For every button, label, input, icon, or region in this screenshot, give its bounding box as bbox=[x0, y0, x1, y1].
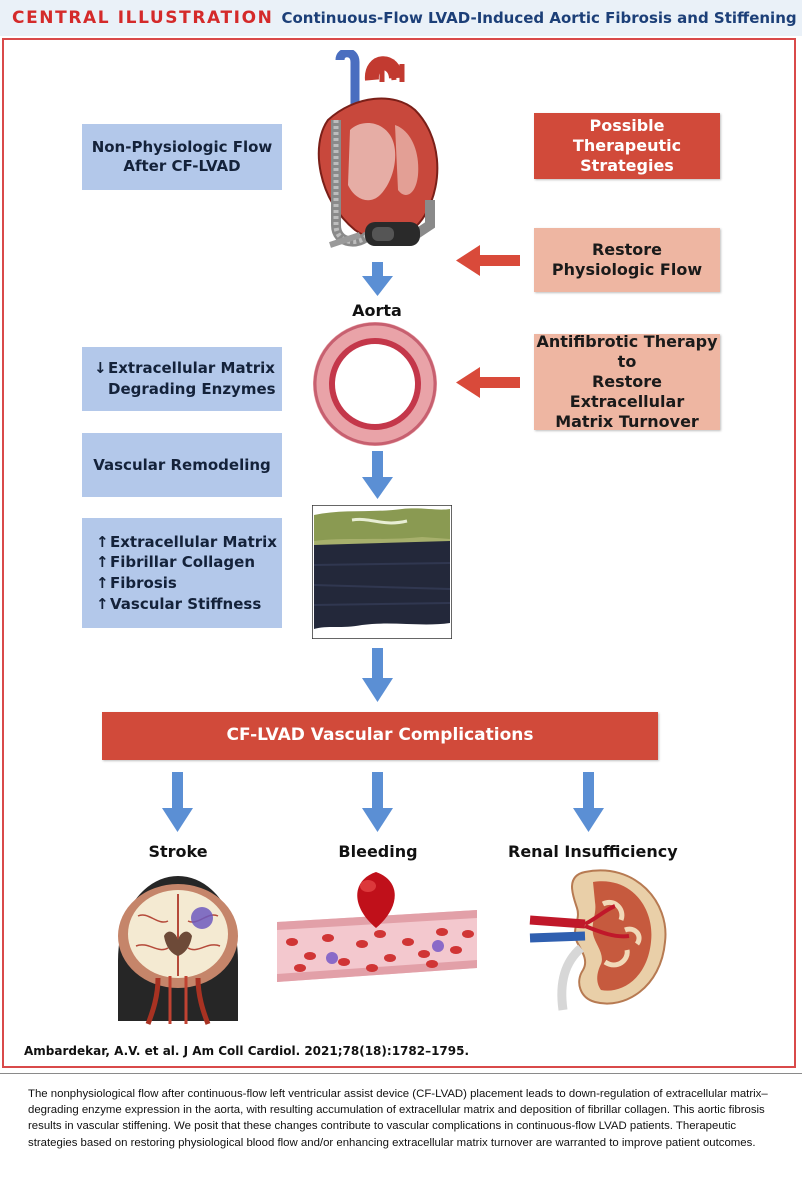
illustration-frame bbox=[2, 38, 796, 1068]
up-arrow-icon: ↑ bbox=[96, 594, 109, 613]
red-arrow-antifibrotic bbox=[456, 367, 520, 398]
increase-row: ↑ Extracellular Matrix bbox=[96, 533, 277, 552]
caption-divider bbox=[0, 1073, 802, 1074]
flow-box: Non-Physiologic Flow After CF-LVAD bbox=[82, 124, 282, 190]
blue-arrow-to-bleeding bbox=[362, 772, 393, 832]
increase-row: ↑ Fibrosis bbox=[96, 574, 177, 593]
up-arrow-icon: ↑ bbox=[96, 574, 109, 592]
increase-label: Extracellular Matrix bbox=[110, 532, 277, 551]
blue-arrow-aorta-to-histology bbox=[362, 451, 393, 499]
aorta-ring-illustration bbox=[313, 322, 437, 446]
blue-arrow-heart-to-aorta bbox=[362, 262, 393, 296]
antifibrotic-box: Antifibrotic Therapy to Restore Extracel… bbox=[534, 332, 720, 431]
figure-caption: The nonphysiological flow after continuo… bbox=[28, 1088, 768, 1149]
increase-label: Fibrosis bbox=[110, 574, 177, 592]
red-arrow-restore-flow bbox=[456, 245, 520, 276]
increase-row: ↑ Vascular Stiffness bbox=[96, 595, 261, 614]
renal-insufficiency-label: Renal Insufficiency bbox=[508, 842, 678, 861]
heart-lvad-illustration bbox=[317, 50, 439, 248]
enzymes-row-2: Degrading Enzymes bbox=[94, 380, 276, 399]
increase-row: ↑ Fibrillar Collagen bbox=[96, 553, 255, 572]
kidney-illustration bbox=[529, 869, 667, 1011]
citation: Ambardekar, A.V. et al. J Am Coll Cardio… bbox=[24, 1044, 470, 1058]
illustration-header: CENTRAL ILLUSTRATION Continuous-Flow LVA… bbox=[0, 0, 802, 36]
brain-stroke-illustration bbox=[118, 876, 238, 1025]
bleeding-label: Bleeding bbox=[338, 842, 418, 861]
header-title: Continuous-Flow LVAD-Induced Aortic Fibr… bbox=[281, 9, 797, 27]
stroke-label: Stroke bbox=[148, 842, 208, 861]
aorta-label: Aorta bbox=[352, 301, 402, 320]
strategies-box: Possible Therapeutic Strategies bbox=[534, 113, 720, 179]
header-kicker: CENTRAL ILLUSTRATION bbox=[12, 8, 274, 28]
up-arrow-icon: ↑ bbox=[96, 532, 109, 551]
enzymes-row-1: ↓ Extracellular Matrix bbox=[94, 359, 275, 378]
aorta-histology-image bbox=[312, 505, 452, 639]
increases-box: ↑ Extracellular Matrix ↑ Fibrillar Colla… bbox=[82, 518, 282, 628]
restore-flow-box: Restore Physiologic Flow bbox=[534, 228, 720, 292]
complications-banner: CF-LVAD Vascular Complications bbox=[102, 712, 658, 760]
bleeding-vessel-illustration bbox=[277, 872, 477, 982]
enzymes-line-1: Extracellular Matrix bbox=[108, 359, 275, 378]
enzymes-box: ↓ Extracellular Matrix Degrading Enzymes bbox=[82, 347, 282, 411]
down-arrow-icon: ↓ bbox=[94, 359, 107, 378]
remodeling-box: Vascular Remodeling bbox=[82, 433, 282, 497]
blue-arrow-histology-to-banner bbox=[362, 648, 393, 702]
enzymes-line-2: Degrading Enzymes bbox=[108, 380, 276, 398]
flow-arrows bbox=[162, 245, 604, 832]
up-arrow-icon: ↑ bbox=[96, 553, 109, 572]
blue-arrow-to-stroke bbox=[162, 772, 193, 832]
increase-label: Fibrillar Collagen bbox=[110, 553, 255, 572]
increase-label: Vascular Stiffness bbox=[110, 594, 262, 613]
blue-arrow-to-renal bbox=[573, 772, 604, 832]
